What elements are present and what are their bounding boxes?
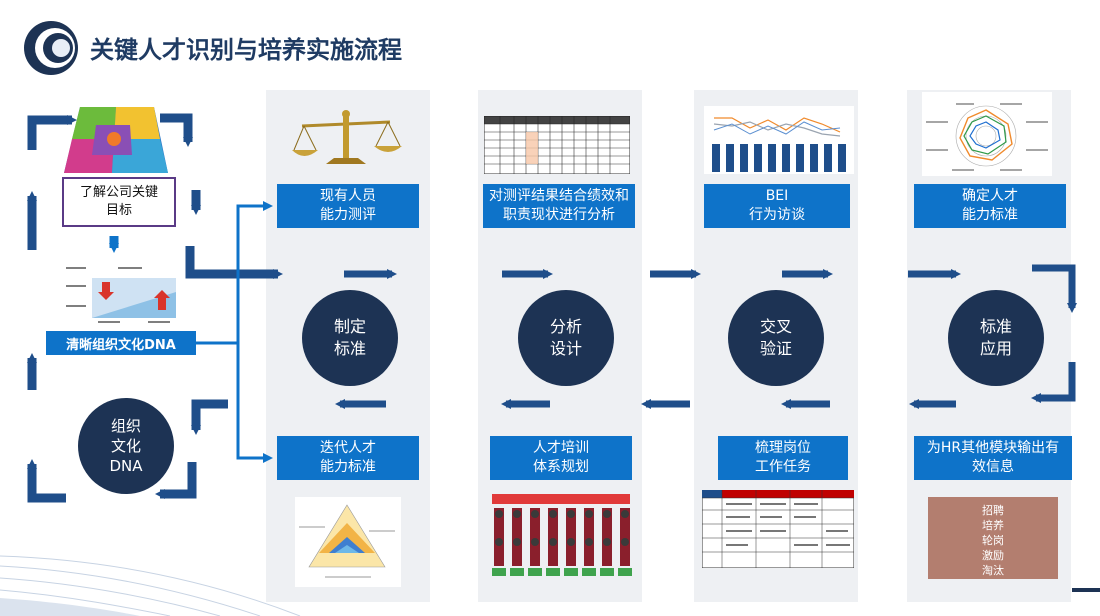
page-title: 关键人才识别与培养实施流程 xyxy=(90,36,402,64)
company-goal-box: 了解公司关键 目标 xyxy=(62,177,176,227)
puzzle-image xyxy=(64,107,168,173)
goal-line-1: 了解公司关键 xyxy=(79,185,158,200)
assessment-table-image xyxy=(484,116,630,174)
culture-dna-label: 清晰组织文化DNA xyxy=(46,331,196,355)
job-task-table-image xyxy=(702,490,854,568)
cycle-arrow-bottomleft xyxy=(27,459,66,503)
connector-to-bottom-label xyxy=(236,343,273,463)
circle-set-standard: 制定标准 xyxy=(302,290,398,386)
pyramid-image xyxy=(295,497,401,587)
step-job-tasks: 梳理岗位工作任务 xyxy=(718,436,848,480)
bei-chart-image xyxy=(704,106,854,174)
cycle-arrow-topleft xyxy=(27,115,77,150)
dna-line-2: 文化 xyxy=(110,437,141,455)
step-iterate-standard: 迭代人才能力标准 xyxy=(277,436,419,480)
company-logo xyxy=(24,21,78,75)
circle-cross-verify: 交叉验证 xyxy=(728,290,824,386)
output-item: 轮岗 xyxy=(982,534,1004,547)
step-confirm-standard: 确定人才能力标准 xyxy=(914,184,1066,228)
culture-chart-image xyxy=(66,267,176,323)
step-hr-output: 为HR其他模块输出有效信息 xyxy=(914,436,1072,480)
circle-apply-standard: 标准应用 xyxy=(948,290,1044,386)
radar-chart-image xyxy=(922,92,1052,176)
hr-output-list: 招聘 培养 轮岗 激励 淘汰 xyxy=(928,497,1058,579)
step-analyze-results: 对测评结果结合绩效和职责现状进行分析 xyxy=(483,184,635,228)
output-item: 招聘 xyxy=(982,504,1004,517)
cycle-arrow-topright xyxy=(160,113,193,147)
circle-analysis-design: 分析设计 xyxy=(518,290,614,386)
output-item: 培养 xyxy=(982,519,1004,532)
scale-image xyxy=(292,110,402,164)
step-existing-assessment: 现有人员能力测评 xyxy=(277,184,419,228)
goal-line-2: 目标 xyxy=(105,203,132,218)
cycle-arrow-bottomright xyxy=(155,462,197,499)
output-item: 淘汰 xyxy=(982,564,1004,577)
dna-line-1: 组织 xyxy=(110,417,141,435)
connector-to-top-label xyxy=(196,201,273,345)
step-training-system: 人才培训体系规划 xyxy=(490,436,632,480)
training-map-image xyxy=(492,494,632,576)
arrow-to-column-1 xyxy=(185,246,283,279)
cycle-arrow-to-dna xyxy=(191,399,228,435)
dna-line-3: DNA xyxy=(109,457,143,475)
culture-dna-circle: 组织 文化 DNA xyxy=(78,398,174,494)
output-item: 激励 xyxy=(982,549,1004,562)
